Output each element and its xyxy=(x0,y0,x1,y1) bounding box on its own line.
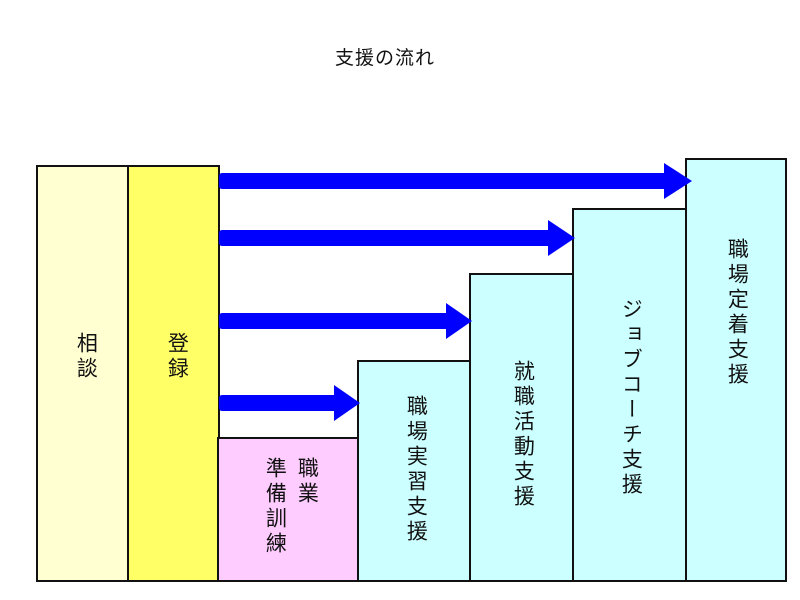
box-register-label: 登録 xyxy=(165,332,190,382)
arrow-to-workplace-practice xyxy=(219,385,360,421)
box-training-label-line2: 準備訓練 xyxy=(263,457,288,557)
box-workplace-practice-label: 職場実習支援 xyxy=(404,395,429,545)
diagram-title: 支援の流れ xyxy=(334,47,435,69)
arrow-to-job-coach xyxy=(219,220,575,256)
box-job-activity-label: 就職活動支援 xyxy=(511,360,536,510)
box-job-activity: 就職活動支援 xyxy=(469,273,574,582)
box-retention: 職場定着支援 xyxy=(685,158,787,582)
arrow-to-job-activity xyxy=(219,303,472,339)
box-register: 登録 xyxy=(127,165,220,582)
box-vocational-training: 職業 準備訓練 xyxy=(217,437,359,582)
box-job-coach-label: ジョブコーチ支援 xyxy=(619,298,644,498)
arrow-to-retention xyxy=(219,163,692,199)
box-consult-label: 相談 xyxy=(74,332,99,382)
box-retention-label: 職場定着支援 xyxy=(725,238,750,388)
box-training-label-line1: 職業 xyxy=(295,457,320,507)
